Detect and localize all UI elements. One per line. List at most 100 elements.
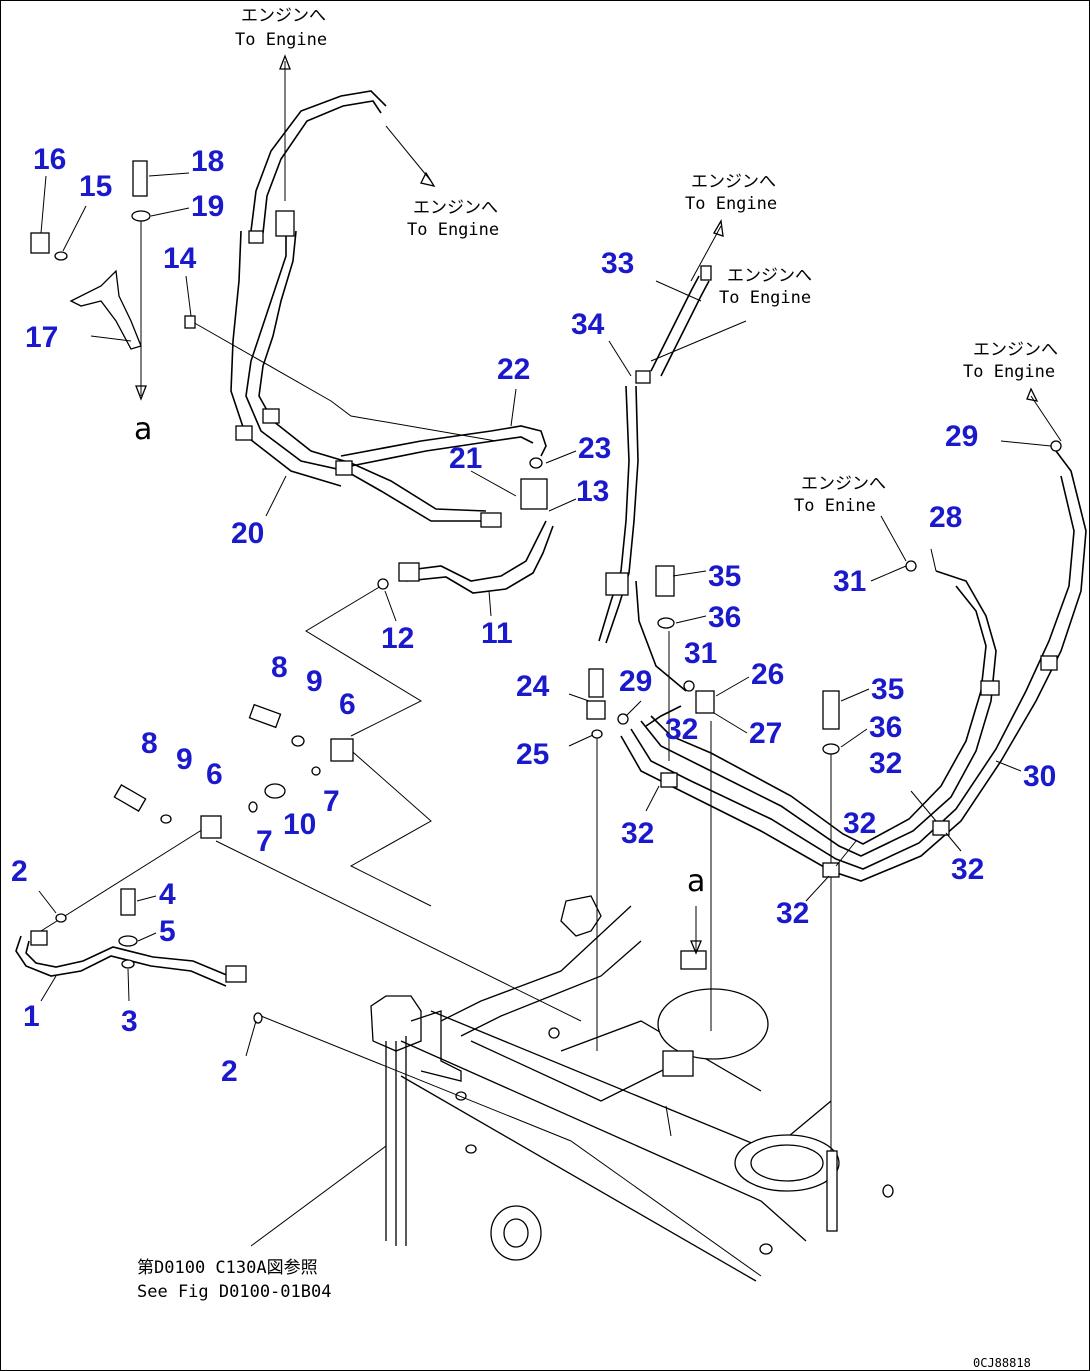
fitting	[700, 265, 712, 281]
washer-9	[160, 814, 172, 824]
block-6	[330, 738, 354, 762]
engine-note-en: To Enine	[794, 496, 876, 516]
elbow	[586, 700, 606, 720]
callout-31: 31	[833, 565, 866, 598]
engine-note-jp: エンジンへ	[241, 6, 326, 26]
bolt-8	[113, 784, 147, 812]
fitting	[30, 930, 48, 946]
callout-14: 14	[163, 242, 197, 275]
callout-13: 13	[576, 475, 609, 508]
clamp-32	[660, 772, 678, 788]
clamp-32	[822, 862, 840, 878]
callout-11: 11	[481, 617, 513, 650]
o-ring-31	[905, 560, 917, 572]
callout-4: 4	[159, 878, 176, 911]
rod	[826, 1150, 838, 1232]
callout-leaders	[38, 172, 1052, 1057]
callout-9: 9	[176, 743, 193, 776]
engine-note-en: To Engine	[719, 288, 811, 308]
engine-note-jp: エンジンへ	[727, 266, 812, 286]
fitting-10	[264, 783, 286, 799]
callout-16: 16	[33, 143, 66, 176]
o-ring-12	[377, 578, 389, 590]
engine-note-en: To Engine	[235, 30, 327, 50]
boss	[882, 1184, 894, 1198]
nut-16	[30, 232, 50, 254]
boss	[465, 1144, 477, 1154]
bolt-4	[120, 888, 136, 916]
o-ring-7	[248, 801, 258, 813]
callout-36: 36	[708, 601, 741, 634]
callout-17: 17	[25, 321, 58, 354]
clamp-3	[121, 959, 135, 969]
clamp-32	[980, 680, 1000, 696]
mount-block	[680, 950, 707, 970]
engine-note-jp: エンジンへ	[691, 172, 776, 192]
o-ring-29	[617, 713, 629, 725]
tubes	[15, 90, 1087, 987]
callout-22: 22	[497, 353, 530, 386]
callout-5: 5	[159, 915, 176, 948]
callout-6: 6	[206, 758, 223, 791]
callout-27: 27	[749, 717, 782, 750]
callout-26: 26	[751, 658, 784, 691]
clamp	[235, 425, 253, 441]
callout-29: 29	[945, 420, 978, 453]
callout-32: 32	[951, 853, 984, 886]
callout-29: 29	[619, 665, 652, 698]
engine-notes: エンジンへ To Engine エンジンへ To Engine エンジンへ To…	[134, 6, 1058, 1370]
boss	[548, 1027, 560, 1039]
engine-note-jp: エンジンへ	[413, 198, 498, 218]
tank-cover	[657, 988, 769, 1060]
washer-36	[657, 617, 675, 629]
see-fig-note-en: See Fig D0100-01B04	[137, 1282, 331, 1302]
section-mark-a: a	[687, 864, 705, 899]
callout-2: 2	[11, 855, 28, 888]
fitting	[480, 512, 502, 528]
o-ring-29	[1050, 440, 1062, 452]
engine-note-jp: エンジンへ	[801, 474, 886, 494]
callout-1: 1	[23, 1000, 40, 1033]
callout-32: 32	[665, 713, 698, 746]
o-ring-2	[55, 913, 67, 923]
block-13	[520, 478, 548, 510]
washer-9	[291, 735, 305, 747]
o-ring-25	[591, 729, 603, 739]
callout-32: 32	[843, 807, 876, 840]
block-26	[695, 690, 715, 714]
part-14	[184, 315, 196, 329]
clamp	[335, 460, 353, 476]
fitting	[635, 370, 651, 384]
engine-note-en: To Engine	[407, 220, 499, 240]
callout-7: 7	[256, 825, 273, 858]
washer-15	[54, 251, 68, 261]
callout-3: 3	[121, 1005, 138, 1038]
callout-31: 31	[684, 637, 717, 670]
clamp	[248, 230, 264, 244]
callout-19: 19	[191, 190, 224, 223]
callout-23: 23	[578, 432, 611, 465]
engine-note-jp: エンジンへ	[973, 340, 1058, 360]
callout-18: 18	[191, 145, 224, 178]
small-parts	[30, 160, 1062, 1024]
callout-36: 36	[869, 711, 902, 744]
fitting-24	[588, 668, 604, 698]
boss	[759, 1243, 773, 1255]
callout-15: 15	[79, 170, 112, 203]
o-ring-23	[529, 457, 543, 469]
frame-structure	[370, 895, 894, 1282]
bolt-35	[822, 690, 840, 730]
washer-36	[822, 743, 840, 755]
callout-7: 7	[323, 785, 340, 818]
round-boss-hole	[503, 1218, 529, 1248]
callout-30: 30	[1023, 760, 1056, 793]
callout-33: 33	[601, 247, 634, 280]
callout-12: 12	[381, 622, 414, 655]
fitting	[275, 210, 295, 237]
bolt-18	[132, 160, 148, 197]
washer-19	[131, 210, 151, 222]
callout-20: 20	[231, 517, 264, 550]
callout-35: 35	[708, 560, 741, 593]
